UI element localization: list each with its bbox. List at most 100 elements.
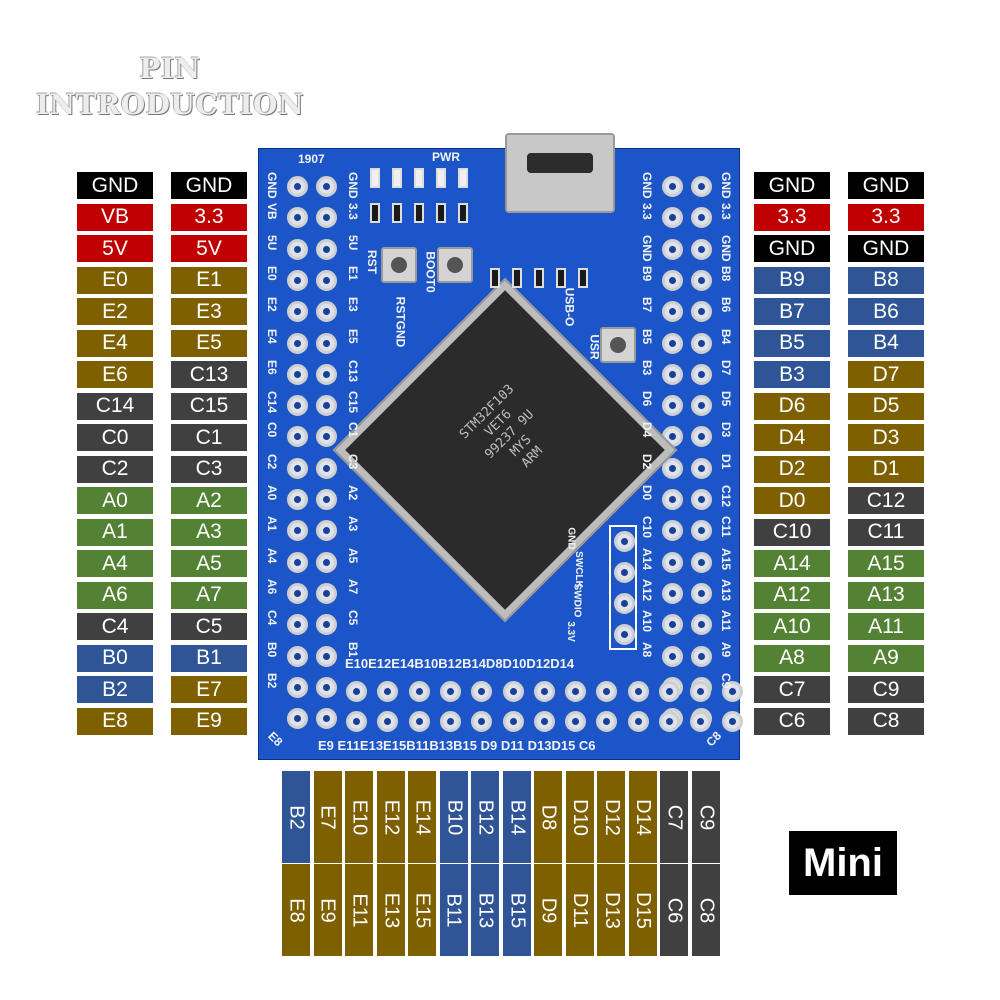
header-pin (502, 681, 524, 702)
pin-label-b9: B9 (754, 266, 830, 294)
rstgnd-label: RSTGND (393, 296, 408, 348)
header-pin (662, 395, 683, 417)
silk-label: C4 (265, 610, 279, 626)
pin-label-text: E13 (380, 892, 402, 928)
header-pin (316, 551, 337, 573)
silk-label: C15 (346, 391, 360, 414)
silk-label: A0 (265, 485, 279, 501)
pin-label-c8: C8 (848, 707, 924, 735)
header-pin (439, 711, 461, 732)
usr-label: USR (587, 334, 602, 360)
header-pin (662, 645, 683, 667)
header-pin (316, 708, 337, 730)
pin-label-c15: C15 (171, 392, 247, 420)
header-pin (408, 711, 430, 732)
pin-label-e11: E11 (345, 864, 373, 956)
pin-label-text: C6 (663, 897, 686, 923)
pin-label-text: C8 (694, 897, 717, 923)
silk-label: A7 (346, 578, 360, 595)
pin-label-e7: E7 (171, 676, 247, 703)
pin-label-b12: B12 (471, 771, 499, 863)
silk-label: B7 (640, 297, 654, 313)
pin-label-text: D14 (632, 798, 655, 836)
pin-label-a4: A4 (77, 550, 153, 577)
pin-label-a6: A6 (77, 581, 153, 609)
header-pin (287, 614, 308, 636)
pin-label-c14: C14 (77, 392, 153, 420)
pin-label-b0: B0 (77, 644, 153, 672)
header-pin (662, 520, 683, 542)
header-pin (287, 520, 308, 542)
pin-label-d8: D8 (534, 771, 562, 863)
swd-pin-label: SWDIO (571, 583, 583, 618)
pin-label-text: E7 (317, 804, 339, 830)
header-pin (287, 269, 308, 291)
header-pin (662, 238, 683, 260)
silk-label: GND (640, 234, 654, 262)
pin-label-a5: A5 (171, 550, 247, 577)
header-pin (346, 711, 367, 732)
header-pin (377, 681, 399, 702)
rst-label: RST (365, 250, 379, 274)
pin-label-c3: C3 (171, 455, 247, 483)
pin-label-c2: C2 (77, 455, 153, 483)
silk-label: A6 (265, 578, 279, 595)
pin-label-text: B10 (443, 799, 465, 835)
bottom-silk-top: E10E12E14B10B12B14D8D10D12D14 (345, 656, 575, 671)
header-pin (662, 551, 683, 573)
pin-label-e3: E3 (171, 298, 247, 325)
pin-label-text: E10 (348, 799, 371, 835)
led-icon (392, 168, 402, 188)
reset-button[interactable] (381, 247, 417, 283)
resistor-icon (458, 203, 468, 223)
header-pin (316, 207, 337, 229)
pin-label-c12: C12 (848, 487, 924, 514)
header-pin (533, 711, 555, 732)
silk-label: GND (346, 172, 360, 199)
pin-label-d10: D10 (565, 771, 594, 863)
header-pin (377, 711, 399, 732)
pin-label-3.3: 3.3 (171, 203, 247, 231)
header-pin (691, 489, 712, 510)
silk-label: A3 (346, 516, 360, 532)
pin-label-d1: D1 (848, 455, 924, 483)
silk-label: GND (640, 172, 654, 199)
pin-label-c13: C13 (171, 361, 247, 388)
pin-label-d3: D3 (848, 424, 924, 451)
pin-label-text: C7 (663, 804, 686, 830)
silk-label: D0 (640, 485, 654, 501)
header-pin (471, 711, 493, 732)
silk-label: E0 (265, 265, 279, 281)
silk-label: D5 (719, 391, 733, 407)
silk-label: C10 (640, 516, 654, 539)
pin-label-text: E15 (411, 892, 434, 928)
silk-label: B4 (719, 328, 733, 344)
pin-label-text: E9 (317, 897, 339, 923)
header-pin (690, 681, 712, 702)
header-pin (659, 681, 680, 702)
swd-pin-label: 3.3V (564, 621, 576, 642)
pin-label-text: B13 (474, 892, 497, 928)
pin-label-b1: B1 (171, 644, 247, 672)
pin-label-d11: D11 (565, 864, 594, 956)
pin-label-vb: VB (77, 203, 153, 231)
silk-label: VB (265, 203, 279, 220)
pin-label-c11: C11 (848, 518, 924, 546)
usb-label: USB-O (562, 287, 577, 327)
silk-label: A5 (346, 547, 360, 563)
pin-label-b2: B2 (282, 771, 310, 863)
header-pin (533, 681, 555, 702)
model-mark: 1907 (298, 152, 325, 166)
bottom-silk-bottom: E9 E11E13E15B11B13B15 D9 D11 D13D15 C6 (318, 738, 596, 753)
silk-label: D3 (719, 422, 733, 438)
boot0-button[interactable] (437, 247, 473, 283)
pin-label-c0: C0 (77, 424, 153, 451)
user-button[interactable] (600, 327, 636, 363)
pin-label-e8: E8 (282, 864, 310, 956)
header-pin (627, 711, 649, 732)
pin-label-text: D15 (632, 891, 655, 929)
resistor-icon (578, 268, 588, 288)
pin-label-text: E11 (348, 892, 371, 928)
header-pin (662, 176, 683, 197)
